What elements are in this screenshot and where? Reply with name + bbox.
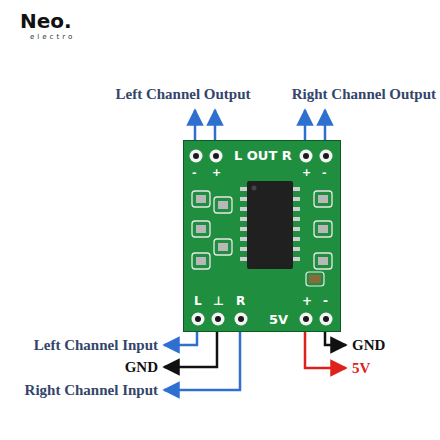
board-illustration — [184, 141, 342, 333]
silkscreen-label: 5V — [269, 313, 288, 326]
pin-hole — [303, 153, 309, 159]
pin-name: 5V — [352, 360, 370, 377]
component-outline — [314, 221, 332, 237]
pin-pad — [210, 150, 223, 163]
pin-hole — [238, 316, 244, 322]
pin-pad — [235, 313, 248, 326]
pin-pad — [320, 150, 333, 163]
silkscreen-label: ⊥ — [213, 295, 224, 307]
chip-pin — [292, 247, 300, 251]
chip-pin — [240, 187, 248, 191]
component-outline — [314, 191, 332, 207]
chip-pin — [292, 187, 300, 191]
pin-name: GND — [352, 337, 385, 354]
signal-label: Right Channel Output — [292, 86, 436, 103]
smd-component — [196, 257, 206, 265]
amplifier-chip — [247, 181, 293, 269]
smd-component — [218, 201, 228, 209]
smd-component — [318, 257, 328, 265]
component-outline — [314, 253, 332, 269]
pin-hole — [303, 316, 309, 322]
pin-hole — [213, 153, 219, 159]
pin-hole — [323, 153, 329, 159]
chip-pin — [240, 227, 248, 231]
smd-capacitor — [309, 275, 321, 283]
smd-component — [218, 243, 228, 251]
chip-pin — [292, 207, 300, 211]
component-outline — [192, 253, 210, 269]
pin-pad — [300, 313, 313, 326]
chip-pin — [240, 257, 248, 261]
chip-pin — [292, 237, 300, 241]
silkscreen-label: - — [192, 167, 197, 178]
pin-pad — [300, 150, 313, 163]
smd-component — [318, 195, 328, 203]
pin-hole — [195, 316, 201, 322]
component-outline — [192, 191, 210, 207]
pin-pad — [320, 313, 333, 326]
pin-hole — [193, 153, 199, 159]
chip-pin — [292, 227, 300, 231]
silkscreen-label: - — [323, 295, 328, 307]
watermark: Neo. — [20, 10, 72, 32]
leader-arrow — [164, 326, 217, 367]
component-outline — [214, 197, 232, 213]
watermark: electro — [30, 34, 75, 42]
chip-dot — [252, 186, 257, 191]
component-outline — [214, 239, 232, 255]
pin-hole — [215, 316, 221, 322]
pin-pad — [212, 313, 225, 326]
signal-label: Left Channel Output — [115, 86, 250, 103]
pin-name: GND — [125, 359, 158, 376]
silkscreen-label: - — [322, 167, 327, 178]
pin-hole — [323, 316, 329, 322]
signal-label: Left Channel Input — [34, 337, 158, 354]
component-outline — [306, 272, 324, 286]
signal-label: Right Channel Input — [25, 382, 158, 399]
silkscreen-label: L OUT R — [234, 149, 292, 162]
pin-pad — [190, 150, 203, 163]
leader-arrow — [164, 326, 240, 390]
chip-pin — [292, 257, 300, 261]
chip-pin — [292, 217, 300, 221]
silkscreen-label: + — [302, 167, 311, 178]
chip-pin — [240, 207, 248, 211]
leader-arrow — [305, 326, 346, 368]
smd-component — [196, 225, 206, 233]
chip-pin — [240, 247, 248, 251]
silkscreen-label: R — [236, 295, 245, 307]
silkscreen-label: + — [302, 295, 312, 307]
chip-pin — [292, 197, 300, 201]
component-outline — [192, 221, 210, 237]
pin-pad — [192, 313, 205, 326]
chip-pin — [240, 237, 248, 241]
smd-component — [196, 195, 206, 203]
chip-pin — [240, 217, 248, 221]
amplifier-board: L OUT R-++-L⊥R5V+- — [183, 140, 341, 332]
chip-pin — [240, 197, 248, 201]
silkscreen-label: + — [212, 167, 221, 178]
smd-component — [318, 225, 328, 233]
silkscreen-label: L — [194, 295, 202, 307]
